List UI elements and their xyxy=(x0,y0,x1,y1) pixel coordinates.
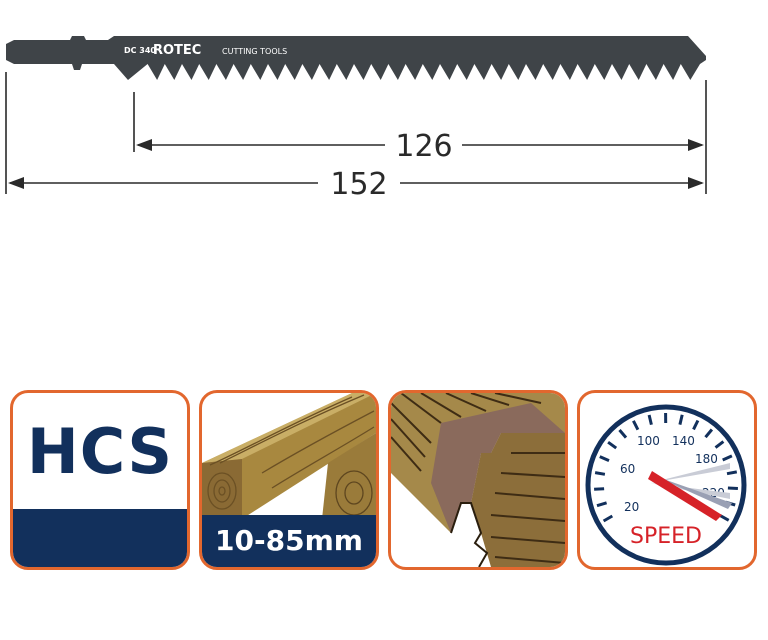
jigsaw-blade: DC 340 ROTEC CUTTING TOOLS xyxy=(6,36,706,80)
blade-tagline-label: CUTTING TOOLS xyxy=(222,47,287,56)
speedometer-icon: 20 60 100 140 180 220 SPEED xyxy=(585,404,747,566)
dial-tick xyxy=(726,470,738,476)
speed-label: SPEED xyxy=(630,524,702,549)
arrow-total-left xyxy=(8,177,24,189)
dial-tick xyxy=(599,455,610,462)
dial-tick xyxy=(678,414,684,425)
material-band xyxy=(13,509,187,567)
dial-tick xyxy=(632,420,640,431)
blade-brand-label: ROTEC xyxy=(153,43,201,58)
thickness-badge: 10-85mm xyxy=(199,390,379,570)
material-label: HCS xyxy=(26,415,174,488)
speed-scale-20: 20 xyxy=(624,500,639,514)
blade-body xyxy=(6,36,706,80)
speed-scale-100: 100 xyxy=(637,434,660,448)
speed-needle xyxy=(648,471,722,521)
dial-tick xyxy=(727,486,738,490)
dial-tick xyxy=(704,428,714,439)
dimension-arrows xyxy=(8,139,704,189)
dial-tick xyxy=(596,501,608,508)
dial-tick xyxy=(618,429,628,439)
dial-tick xyxy=(647,414,653,426)
speed-scale-60: 60 xyxy=(620,462,635,476)
cut-quality-badge xyxy=(388,390,568,570)
wood-plank-icon xyxy=(202,393,376,519)
dial-tick xyxy=(607,440,618,450)
dial-tick xyxy=(594,487,605,491)
material-badge: HCS xyxy=(10,390,190,570)
total-length-label: 152 xyxy=(330,167,387,202)
dial-tick xyxy=(722,454,733,462)
rough-cut-wood-icon xyxy=(391,393,565,567)
working-length-label: 126 xyxy=(395,129,452,164)
dial-tick xyxy=(714,440,725,449)
blade-model-label: DC 340 xyxy=(124,46,156,55)
arrow-working-right xyxy=(688,139,704,151)
dimension-lines xyxy=(5,72,707,194)
arrow-total-right xyxy=(688,177,704,189)
dial-tick xyxy=(692,419,700,431)
arrow-working-left xyxy=(136,139,152,151)
thickness-label: 10-85mm xyxy=(202,515,376,567)
dial-tick xyxy=(719,514,730,522)
speed-scale-140: 140 xyxy=(672,434,695,448)
speed-scale-180: 180 xyxy=(695,452,718,466)
dial-tick xyxy=(602,514,614,523)
speed-badge: 20 60 100 140 180 220 SPEED xyxy=(577,390,757,570)
dial-tick xyxy=(594,471,606,476)
